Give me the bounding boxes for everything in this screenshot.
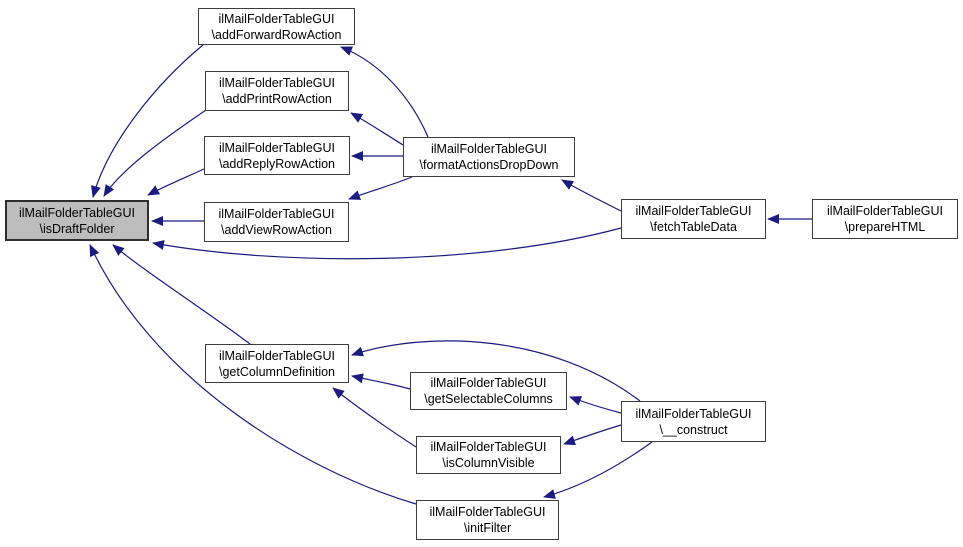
- edge-addReplyRowAction-to-isDraftFolder: [147, 168, 205, 196]
- node-isColumnVisible[interactable]: ilMailFolderTableGUI \isColumnVisible: [416, 436, 561, 474]
- node-class-name: ilMailFolderTableGUI: [430, 142, 547, 156]
- edge-formatActionsDropDown-to-addPrintRowAction: [350, 112, 404, 146]
- edge-isColumnVisible-to-getColumnDefinition: [332, 387, 417, 448]
- node-fetchTableData[interactable]: ilMailFolderTableGUI \fetchTableData: [621, 199, 766, 239]
- node-addPrintRowAction[interactable]: ilMailFolderTableGUI \addPrintRowAction: [205, 71, 349, 111]
- node-getColumnDefinition[interactable]: ilMailFolderTableGUI \getColumnDefinitio…: [205, 344, 349, 383]
- node-class-name: ilMailFolderTableGUI: [218, 140, 335, 155]
- node-initFilter[interactable]: ilMailFolderTableGUI \initFilter: [416, 500, 559, 540]
- node-method-name: \getSelectableColumns: [424, 392, 553, 406]
- edge-construct-to-getColumnDefinition: [351, 340, 641, 402]
- node-addForwardRowAction[interactable]: ilMailFolderTableGUI \addForwardRowActio…: [198, 8, 355, 45]
- node-method-name: \addViewRowAction: [221, 223, 332, 237]
- node-class-name: ilMailFolderTableGUI: [218, 76, 335, 90]
- node-addViewRowAction[interactable]: ilMailFolderTableGUI \addViewRowAction: [204, 202, 349, 242]
- edge-getColumnDefinition-to-isDraftFolder: [112, 244, 251, 345]
- node-class-name: ilMailFolderTableGUI: [18, 205, 135, 220]
- edge-addPrintRowAction-to-isDraftFolder: [103, 109, 207, 197]
- node-method-name: \isDraftFolder: [39, 221, 115, 236]
- node-method-name: \getColumnDefinition: [218, 364, 336, 379]
- edge-getSelectableColumns-to-getColumnDefinition: [351, 373, 411, 390]
- edge-construct-to-initFilter: [543, 441, 653, 499]
- edge-formatActionsDropDown-to-addForwardRowAction: [340, 46, 429, 138]
- node-construct[interactable]: ilMailFolderTableGUI \__construct: [621, 401, 766, 442]
- node-class-name: ilMailFolderTableGUI: [430, 440, 547, 454]
- edge-construct-to-getSelectableColumns: [569, 396, 622, 414]
- node-prepareHTML[interactable]: ilMailFolderTableGUI \prepareHTML: [812, 199, 958, 239]
- node-formatActionsDropDown[interactable]: ilMailFolderTableGUI \formatActionsDropD…: [403, 137, 575, 177]
- edge-addForwardRowAction-to-isDraftFolder: [91, 44, 204, 198]
- node-getSelectableColumns[interactable]: ilMailFolderTableGUI \getSelectableColum…: [410, 372, 567, 410]
- node-method-name: \addForwardRowAction: [211, 27, 342, 42]
- node-class-name: ilMailFolderTableGUI: [826, 204, 943, 218]
- node-class-name: ilMailFolderTableGUI: [218, 207, 335, 221]
- node-method-name: \__construct: [659, 422, 728, 437]
- node-class-name: ilMailFolderTableGUI: [430, 376, 547, 390]
- node-method-name: \isColumnVisible: [442, 456, 535, 470]
- node-method-name: \addReplyRowAction: [218, 156, 336, 171]
- node-isDraftFolder: ilMailFolderTableGUI \isDraftFolder: [5, 200, 149, 241]
- edge-initFilter-to-isDraftFolder: [89, 244, 417, 505]
- edge-fetchTableData-to-formatActionsDropDown: [561, 179, 622, 212]
- node-method-name: \addPrintRowAction: [222, 92, 332, 106]
- node-class-name: ilMailFolderTableGUI: [635, 204, 752, 218]
- node-method-name: \fetchTableData: [650, 220, 737, 234]
- node-class-name: ilMailFolderTableGUI: [429, 505, 546, 519]
- node-addReplyRowAction[interactable]: ilMailFolderTableGUI \addReplyRowAction: [204, 136, 350, 175]
- edge-formatActionsDropDown-to-addViewRowAction: [348, 176, 413, 200]
- edge-construct-to-isColumnVisible: [563, 424, 622, 446]
- node-class-name: ilMailFolderTableGUI: [218, 348, 335, 363]
- edge-fetchTableData-to-isDraftFolder: [152, 227, 622, 260]
- node-class-name: ilMailFolderTableGUI: [635, 406, 752, 421]
- node-method-name: \prepareHTML: [844, 220, 926, 234]
- node-class-name: ilMailFolderTableGUI: [218, 11, 335, 26]
- node-method-name: \formatActionsDropDown: [419, 158, 559, 172]
- node-method-name: \initFilter: [463, 521, 512, 535]
